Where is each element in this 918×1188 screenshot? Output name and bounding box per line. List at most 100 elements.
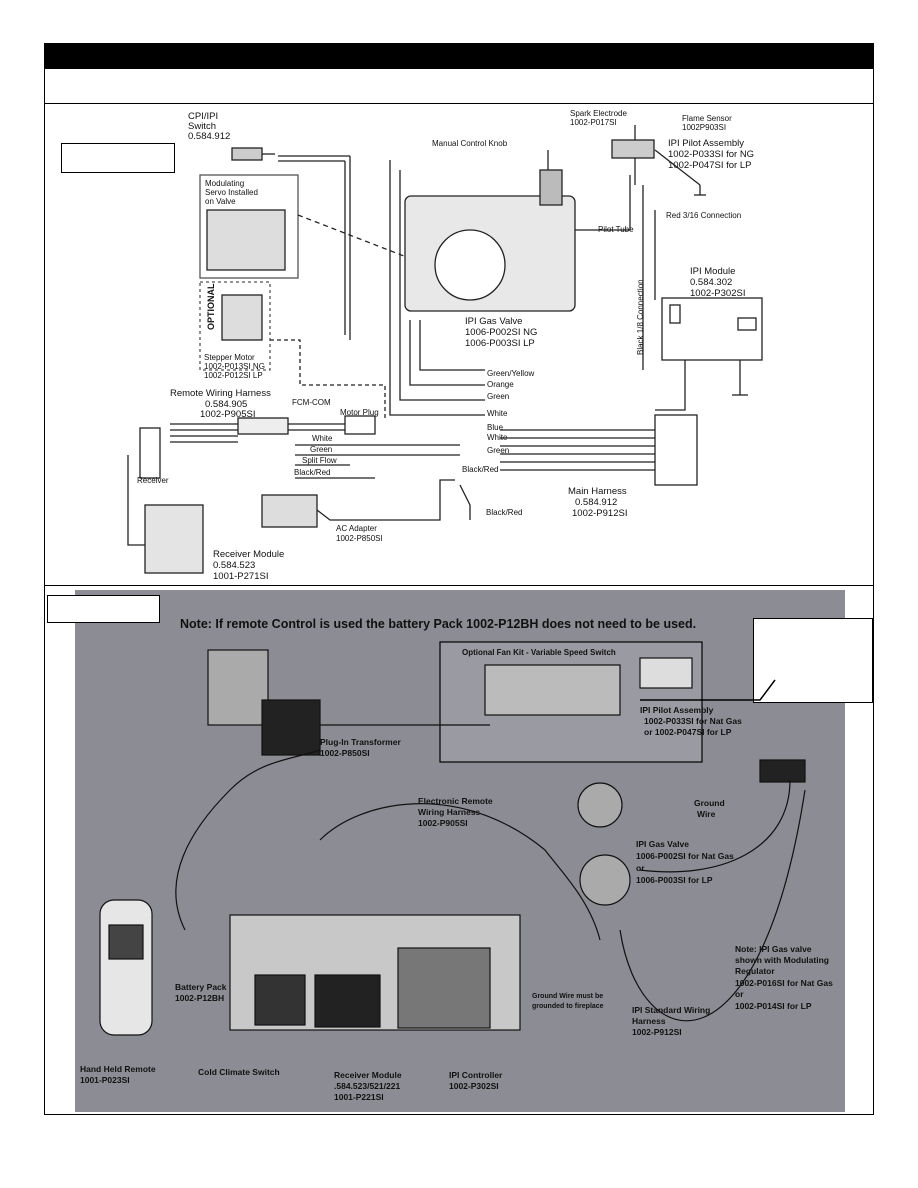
pilot-label-3: 1002-P047SI for LP: [668, 160, 751, 171]
pilot-label-2: 1002-P033SI for NG: [668, 149, 754, 160]
recv-mod-3: 1001-P271SI: [213, 571, 268, 582]
receiver-plug-icon: [139, 427, 161, 479]
fcm-com-label: FCM-COM: [292, 398, 331, 407]
valve-note-3: Regulator: [735, 966, 775, 976]
wiring-diagram: CPI/IPI Switch 0.584.912 Modulating Serv…: [127, 109, 763, 582]
ipi-controller-icon: [397, 947, 491, 1029]
module-label-3: 1002-P302SI: [690, 288, 745, 299]
wire-label-6: White: [487, 433, 508, 442]
motor-plug-label: Motor Plug: [340, 408, 379, 417]
gas-valve-photo-icon: [577, 782, 623, 828]
hand-remote-icon: [99, 899, 153, 1036]
wire-label-7: Green: [487, 446, 509, 455]
cpi-label-2: Switch: [188, 121, 216, 132]
photo-valve-2: 1006-P002SI for Nat Gas: [636, 851, 734, 861]
photo-pilot-2: 1002-P033SI for Nat Gas: [644, 716, 742, 726]
receiver-module-icon: [144, 504, 204, 574]
photo-harness-2: Wiring Harness: [418, 807, 481, 817]
photo-pilot-3: or 1002-P047SI for LP: [644, 727, 732, 737]
divider-2: [44, 585, 874, 586]
servo-icon: [206, 209, 286, 271]
valve-label-3: 1006-P003SI LP: [465, 338, 535, 349]
remote-1: Hand Held Remote: [80, 1064, 156, 1074]
transformer-1: Plug-In Transformer: [320, 737, 401, 747]
recv-mod-1: Receiver Module: [213, 549, 284, 560]
receiver-label: Receiver: [137, 476, 169, 485]
main-harness-2: 0.584.912: [575, 497, 617, 508]
photo-valve-3: or: [636, 863, 645, 873]
photo-harness-1: Electronic Remote: [418, 796, 493, 806]
wire-label-2: Orange: [487, 380, 514, 389]
main-harness-1: Main Harness: [568, 486, 627, 497]
fan-kit-label: Optional Fan Kit - Variable Speed Switch: [462, 648, 616, 657]
flame-label-2: 1002P903SI: [682, 123, 726, 132]
wire-label-1: Green/Yellow: [487, 369, 535, 378]
valve-label-1: IPI Gas Valve: [465, 316, 522, 327]
battery-1: Battery Pack: [175, 982, 227, 992]
harness-label-3: 1002-P905SI: [200, 409, 255, 420]
battery-2: 1002-P12BH: [175, 993, 224, 1003]
callout-box: [753, 618, 873, 703]
divider-1: [44, 103, 874, 104]
valve-note-2: shown with Modulating: [735, 955, 829, 965]
std-harness-2: Harness: [632, 1016, 666, 1026]
valve-note-1: Note: IPI Gas valve: [735, 944, 812, 954]
harness-label-1: Remote Wiring Harness: [170, 388, 271, 399]
adapter-label-2: 1002-P850SI: [336, 534, 383, 543]
header-bar: [44, 43, 874, 69]
flame-label-1: Flame Sensor: [682, 114, 732, 123]
fan-icon: [484, 664, 621, 716]
battery-pack-icon: [254, 974, 306, 1026]
red-conn-label: Red 3/16 Connection: [666, 211, 741, 220]
knob-label: Manual Control Knob: [432, 139, 508, 148]
stepper-icon: [221, 294, 263, 341]
junction-box-icon: [207, 649, 269, 726]
label-box-top: [61, 143, 175, 173]
controller-2: 1002-P302SI: [449, 1081, 499, 1091]
harness-label-2: 0.584.905: [205, 399, 247, 410]
valve-note-4: 1002-P016SI for Nat Gas: [735, 978, 833, 988]
std-harness-3: 1002-P912SI: [632, 1027, 682, 1037]
module-label-2: 0.584.302: [690, 277, 732, 288]
photo-receiver-2: .584.523/521/221: [334, 1081, 400, 1091]
stepper-label-2: 1002-P013SI NG: [204, 362, 265, 371]
left-wire-4: Black/Red: [294, 468, 330, 477]
black-conn-label: Black 1/8 Connection: [636, 279, 645, 355]
ground-note-2: grounded to fireplace: [532, 1003, 604, 1010]
cpi-label-3: 0.584.912: [188, 131, 230, 142]
adapter-label-1: AC Adapter: [336, 524, 377, 533]
stepper-label-3: 1002-P012SI LP: [204, 371, 263, 380]
left-wire-3: Split Flow: [302, 456, 337, 465]
stepper-label-1: Stepper Motor: [204, 353, 255, 362]
valve-label-2: 1006-P002SI NG: [465, 327, 537, 338]
module-label-1: IPI Module: [690, 266, 735, 277]
photo-pilot-1: IPI Pilot Assembly: [640, 705, 714, 715]
ground-1: Ground: [694, 798, 725, 808]
ac-adapter-icon: [261, 494, 318, 528]
optional-label: OPTIONAL: [206, 283, 216, 330]
receiver-module-photo-icon: [314, 974, 381, 1028]
photo-valve-1: IPI Gas Valve: [636, 839, 689, 849]
main-harness-3: 1002-P912SI: [572, 508, 627, 519]
pilot-icon: [611, 139, 655, 159]
controller-1: IPI Controller: [449, 1070, 503, 1080]
ground-note-1: Ground Wire must be: [532, 993, 603, 1000]
valve-note-6: 1002-P014SI for LP: [735, 1001, 812, 1011]
servo-label-1: Modulating: [205, 179, 244, 188]
wire-label-4: White: [487, 409, 508, 418]
pilot-tube-label: Pilot Tube: [598, 225, 634, 234]
std-harness-1: IPI Standard Wiring: [632, 1005, 710, 1015]
remote-2: 1001-P023SI: [80, 1075, 130, 1085]
wire-label-3: Green: [487, 392, 509, 401]
transformer-icon: [261, 699, 321, 756]
ipi-module-icon: [661, 297, 763, 361]
photo-receiver-3: 1001-P221SI: [334, 1092, 384, 1102]
wire-label-5: Blue: [487, 423, 504, 432]
transformer-2: 1002-P850SI: [320, 748, 370, 758]
photo-note: Note: If remote Control is used the batt…: [180, 617, 696, 631]
label-box-bottom: [47, 595, 160, 623]
left-wire-2: Green: [310, 445, 332, 454]
photo-valve-4: 1006-P003SI for LP: [636, 875, 713, 885]
photo-harness-3: 1002-P905SI: [418, 818, 468, 828]
ground-2: Wire: [697, 809, 716, 819]
